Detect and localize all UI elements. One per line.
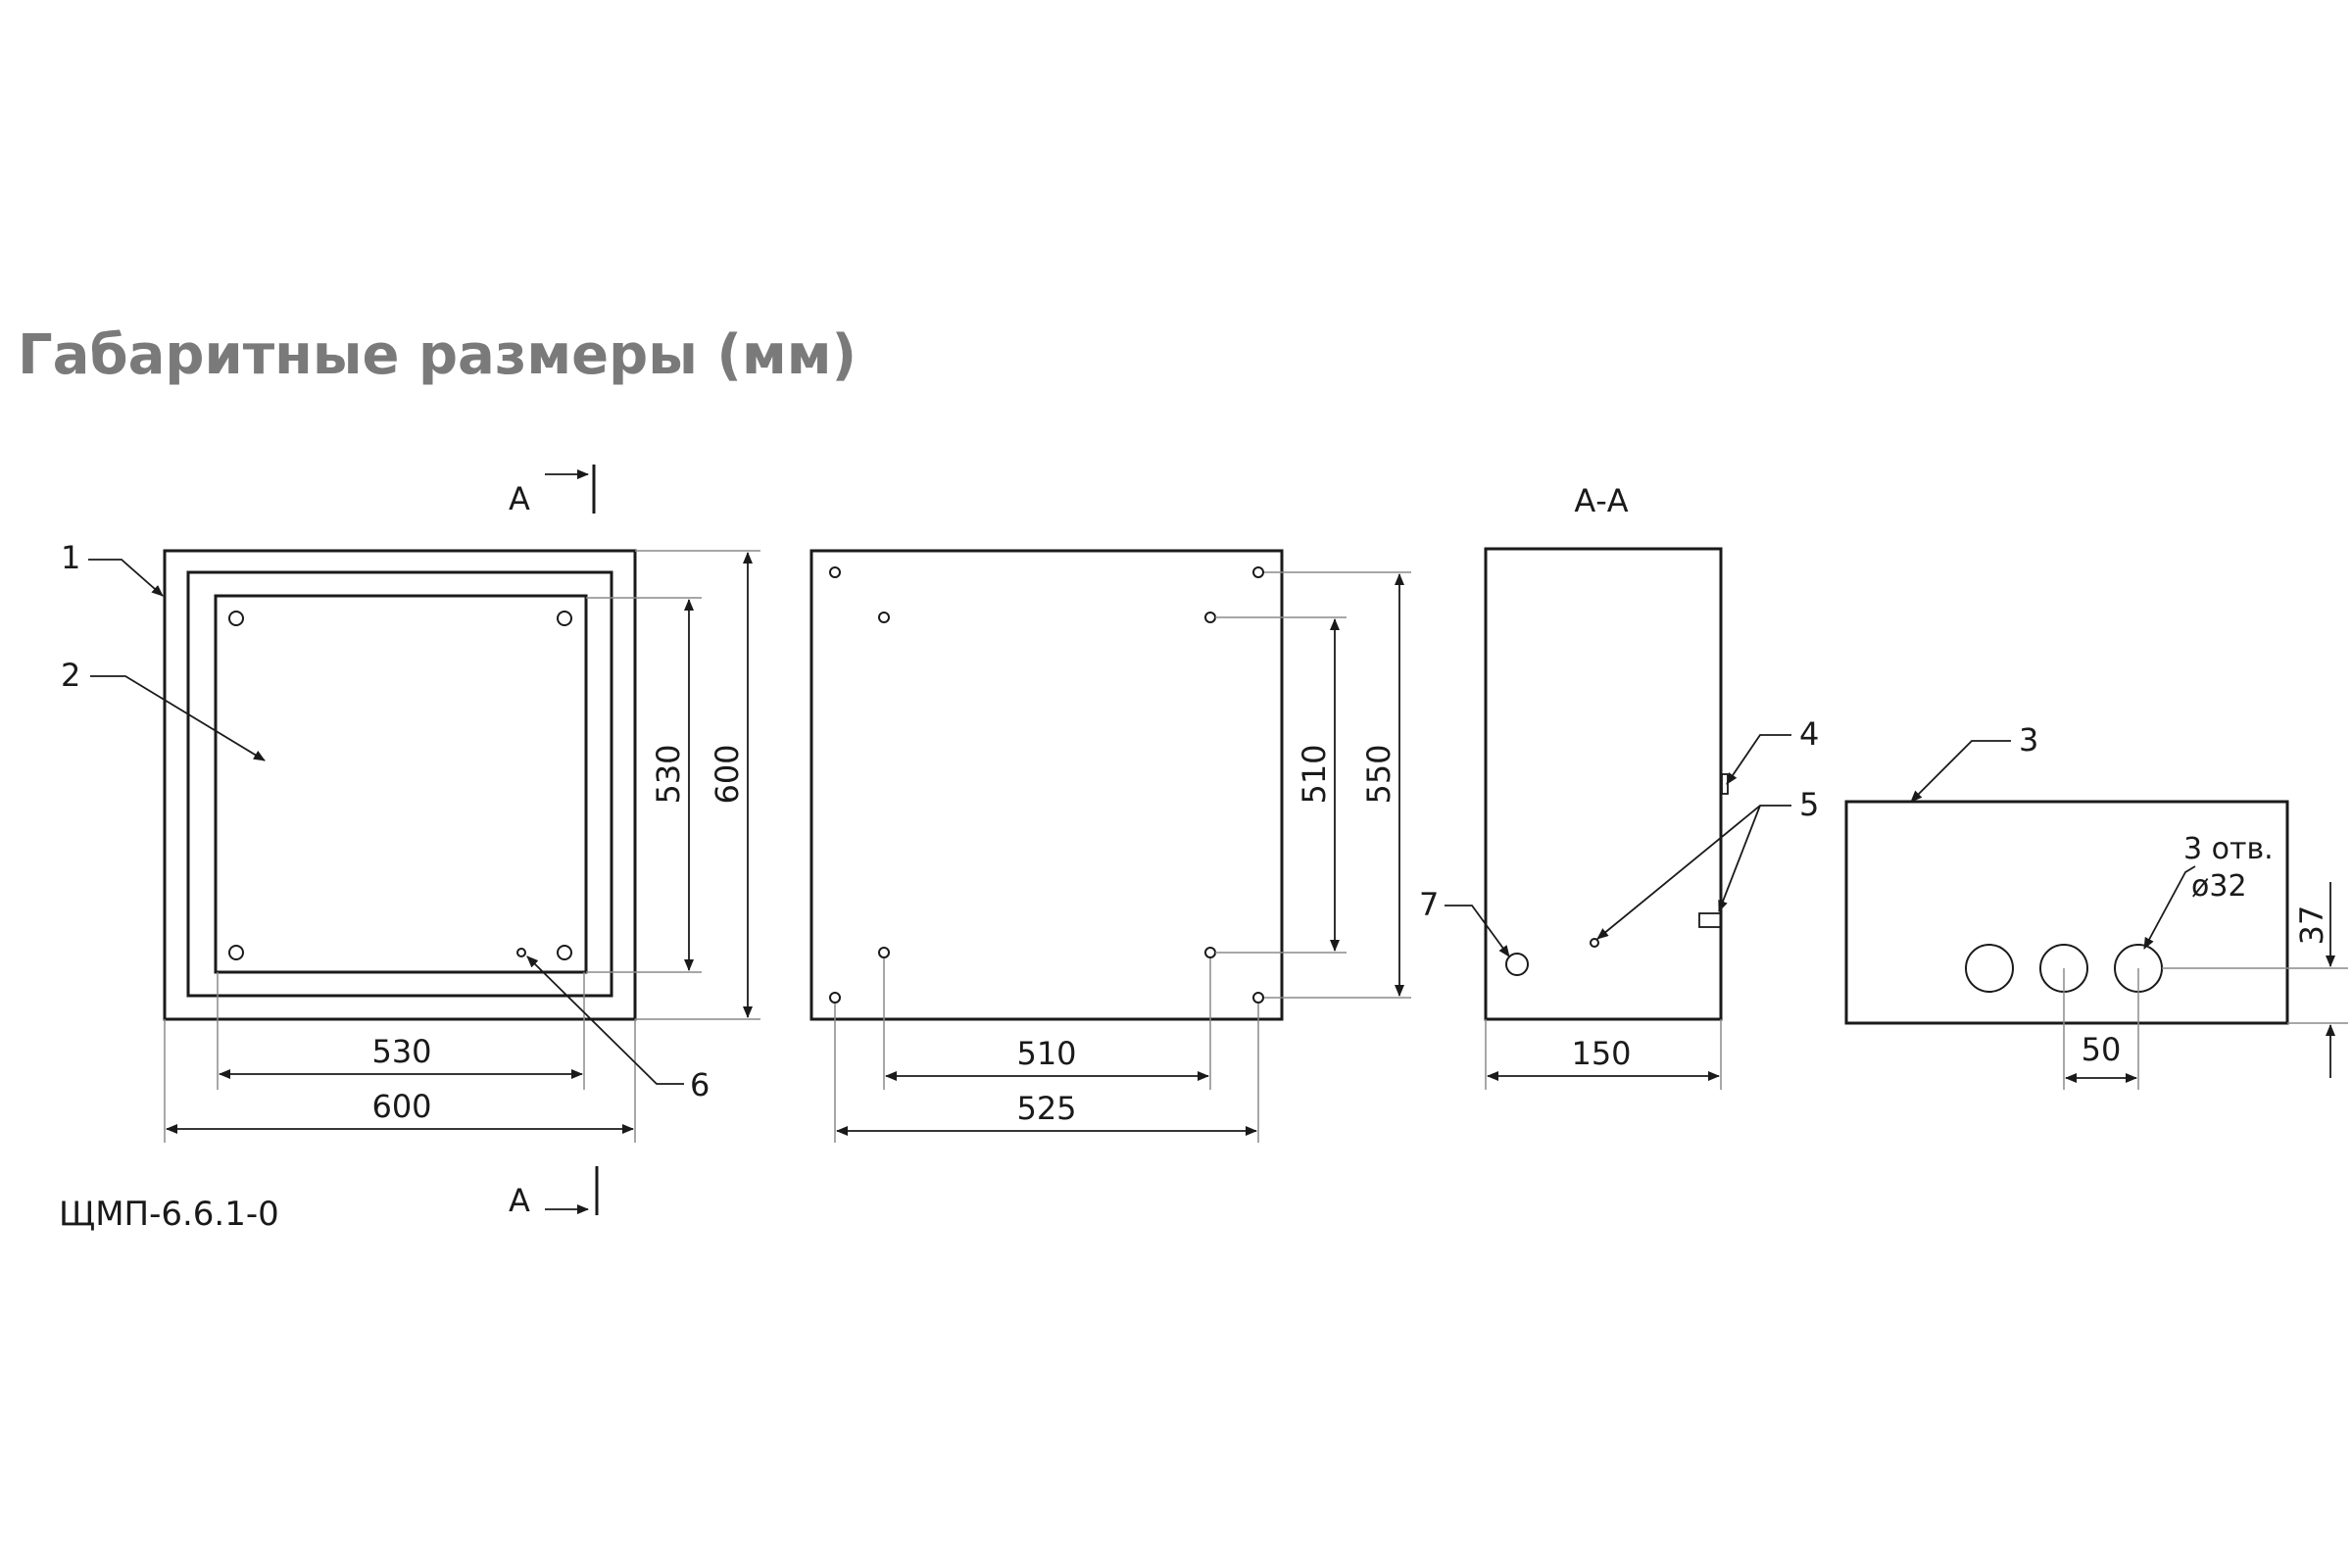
mount-hole xyxy=(829,566,841,578)
back-outer-frame xyxy=(809,549,1284,1021)
dim-front-outer-width: 600 xyxy=(371,1088,431,1125)
mounting-panel xyxy=(214,594,588,974)
mount-hole xyxy=(829,992,841,1004)
dim-front-outer-height: 600 xyxy=(709,744,746,804)
mount-hole xyxy=(1252,992,1264,1004)
bottom-body xyxy=(1844,800,2289,1025)
front-view: 530 600 530 600 А А 1 2 6 ЩМП-6.6.1-0 xyxy=(59,465,760,1234)
mount-hole xyxy=(1204,612,1216,623)
mount-hole xyxy=(878,947,890,958)
page-title: Габаритные размеры (мм) xyxy=(18,323,858,387)
mount-hole xyxy=(1252,566,1264,578)
ground-terminal xyxy=(1505,953,1529,976)
dim-front-inner-height: 530 xyxy=(650,744,687,804)
dim-back-inner-height: 510 xyxy=(1296,744,1333,804)
dim-hole-offset: 37 xyxy=(2293,906,2330,946)
dim-depth: 150 xyxy=(1571,1035,1631,1072)
dim-back-outer-height: 550 xyxy=(1360,744,1397,804)
door-lock xyxy=(1698,912,1722,928)
callout-6: 6 xyxy=(690,1066,710,1103)
dim-hole-spacing: 50 xyxy=(2082,1031,2122,1068)
holes-diameter-note: ø32 xyxy=(2191,869,2247,904)
section-view-label: А-А xyxy=(1574,482,1628,519)
small-hole xyxy=(516,948,526,957)
mount-hole xyxy=(878,612,890,623)
callout-3: 3 xyxy=(2019,721,2038,759)
back-view: 510 550 510 525 xyxy=(809,549,1411,1143)
dim-front-inner-width: 530 xyxy=(371,1033,431,1070)
bottom-view: 50 37 3 отв. ø32 3 xyxy=(1844,721,2348,1090)
section-view: А-А 150 4 5 7 xyxy=(1419,482,1819,1090)
front-outer-frame xyxy=(163,549,637,1021)
holes-count-note: 3 отв. xyxy=(2183,832,2274,866)
callout-5: 5 xyxy=(1799,786,1819,823)
panel-hole xyxy=(228,611,244,626)
dim-back-inner-width: 510 xyxy=(1016,1035,1076,1072)
panel-hole xyxy=(557,945,572,960)
side-body xyxy=(1484,547,1723,1021)
dim-back-outer-width: 525 xyxy=(1016,1090,1076,1127)
callout-4: 4 xyxy=(1799,715,1819,753)
small-hole xyxy=(1590,938,1599,948)
section-mark-bottom: А xyxy=(509,1182,530,1219)
callout-2: 2 xyxy=(61,657,80,694)
callout-1: 1 xyxy=(61,539,80,576)
callout-7: 7 xyxy=(1419,886,1439,923)
front-door-frame xyxy=(186,570,613,998)
mount-hole xyxy=(1204,947,1216,958)
panel-hole xyxy=(228,945,244,960)
panel-hole xyxy=(557,611,572,626)
cable-entry-hole xyxy=(1965,944,2014,993)
section-mark-top: А xyxy=(509,480,530,517)
model-code: ЩМП-6.6.1-0 xyxy=(59,1195,279,1234)
